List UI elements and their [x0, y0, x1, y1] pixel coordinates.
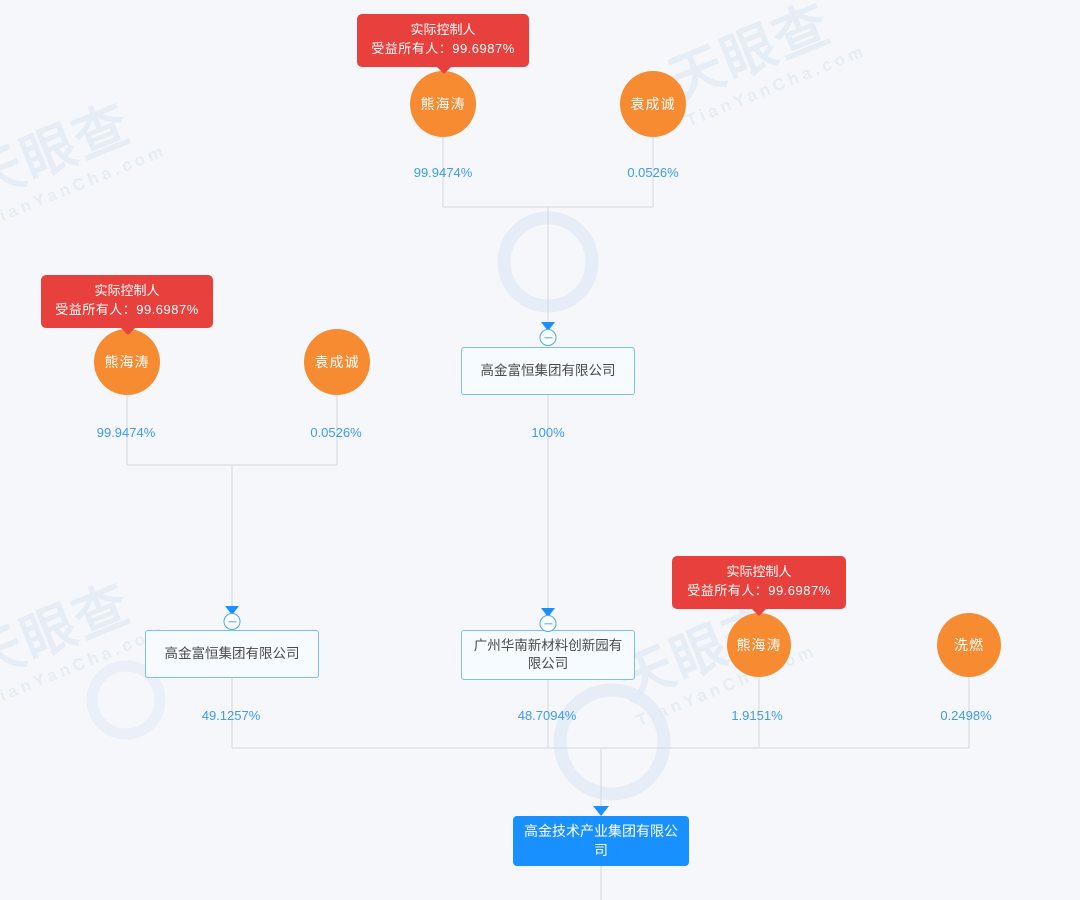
badge-line2: 受益所有人：99.6987% [55, 301, 199, 317]
percent-label-gaojin-bottom-to-target: 49.1257% [201, 708, 261, 723]
person-label: 熊海涛 [104, 354, 150, 370]
watermark-cn: 天眼查 [0, 93, 139, 212]
badge-line2: 受益所有人：99.6987% [687, 582, 831, 598]
company-label: 高金富恒集团有限公司 [164, 645, 300, 661]
arrow-down-icon [541, 608, 555, 617]
company-node-target-gaojin-jishu[interactable]: 高金技术产业集团有限公司 [513, 816, 689, 866]
arrow-down-icon [225, 606, 239, 615]
minus-circle-icon[interactable] [539, 615, 557, 632]
badge-actual-controller-right: 实际控制人 受益所有人：99.6987% .badge[data-name="b… [672, 556, 846, 616]
arrow-down-icon-target [593, 806, 609, 816]
badge-actual-controller-left: 实际控制人 受益所有人：99.6987% .badge[data-name="b… [41, 275, 213, 335]
percent-label-huanan-to-target: 48.7094% [517, 708, 577, 723]
person-label: 袁成诚 [314, 354, 360, 370]
collapse-toggle-huanan-xincailiao[interactable] [538, 608, 558, 634]
percent-label-left-xiong: 99.9474% [96, 425, 156, 440]
collapse-toggle-gaojin-fuheng-bottom[interactable] [222, 606, 242, 632]
person-node-xiong-haitao-top[interactable]: 熊海涛 [410, 71, 476, 137]
company-node-gaojin-fuheng-top[interactable]: 高金富恒集团有限公司 [461, 347, 635, 395]
watermark: 天眼查 TianYanCha.com [0, 87, 171, 234]
company-node-huanan-xincailiao[interactable]: 广州华南新材料创新园有限公司 [461, 630, 635, 680]
person-label: 洗燃 [954, 637, 984, 653]
percent-label-left-yuan: 0.0526% [310, 425, 362, 440]
watermark-cn: 天眼查 [0, 573, 139, 692]
person-node-yuan-chengcheng-left[interactable]: 袁成诚 [304, 329, 370, 395]
person-node-xiran[interactable]: 洗燃 [937, 613, 1001, 677]
minus-circle-icon[interactable] [223, 613, 241, 630]
percent-label-right-xiong-to-target: 1.9151% [731, 708, 783, 723]
watermark-en: TianYanCha.com [683, 40, 870, 131]
watermark-en: TianYanCha.com [633, 640, 820, 731]
percent-label-gaojin-to-huanan: 100% [531, 425, 565, 440]
company-label: 高金技术产业集团有限公司 [524, 823, 678, 858]
person-node-xiong-haitao-left[interactable]: 熊海涛 [94, 329, 160, 395]
badge-line1: 实际控制人 [726, 564, 792, 579]
person-node-yuan-chengcheng-top[interactable]: 袁成诚 [620, 71, 686, 137]
arrow-down-icon [541, 322, 555, 331]
company-label: 高金富恒集团有限公司 [480, 362, 616, 378]
watermark: 天眼查 TianYanCha.com [611, 587, 821, 734]
person-label: 熊海涛 [736, 637, 782, 653]
badge-line2: 受益所有人：99.6987% [371, 40, 515, 56]
watermark-en: TianYanCha.com [0, 140, 170, 231]
badge-line1: 实际控制人 [410, 22, 476, 37]
person-label: 袁成诚 [630, 96, 676, 112]
percent-label-top-xiong: 99.9474% [413, 165, 473, 180]
watermark-cn: 天眼查 [660, 0, 839, 112]
company-node-gaojin-fuheng-bottom[interactable]: 高金富恒集团有限公司 [145, 630, 319, 678]
percent-label-xiran-to-target: 0.2498% [940, 708, 992, 723]
collapse-toggle-gaojin-fuheng-top[interactable] [538, 322, 558, 348]
badge-actual-controller-top: 实际控制人 受益所有人：99.6987% .badge[data-name="b… [357, 14, 529, 74]
watermark: 天眼查 TianYanCha.com [660, 0, 871, 134]
percent-label-top-yuan: 0.0526% [627, 165, 679, 180]
minus-circle-icon[interactable] [539, 329, 557, 346]
person-label: 熊海涛 [420, 96, 466, 112]
person-node-xiong-haitao-right[interactable]: 熊海涛 [727, 613, 791, 677]
company-label: 广州华南新材料创新园有限公司 [473, 637, 623, 671]
badge-line1: 实际控制人 [94, 283, 160, 298]
